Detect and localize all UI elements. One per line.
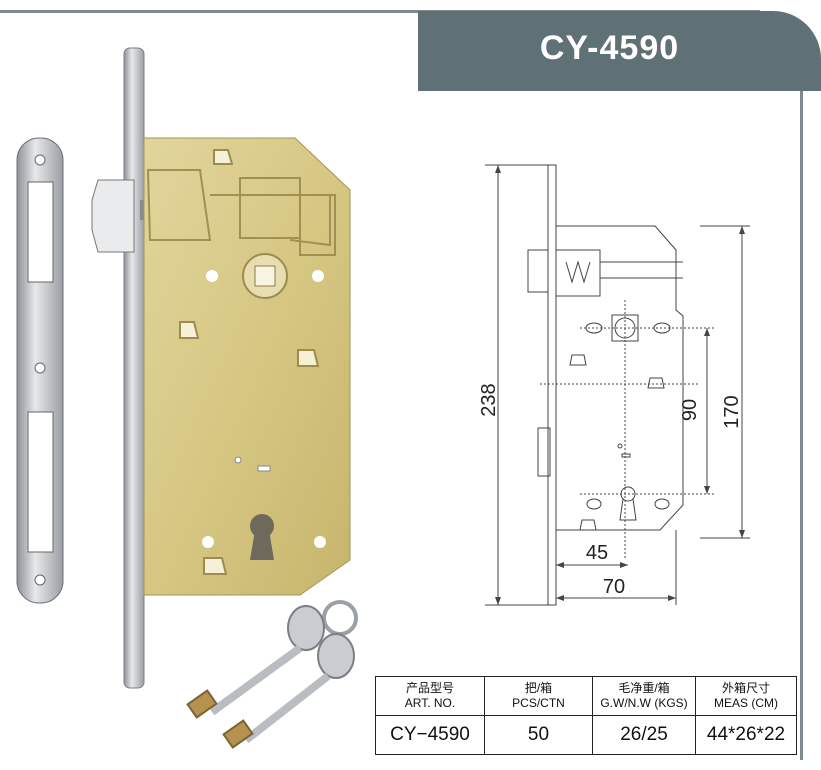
spec-value-art-no: CY−4590: [375, 715, 485, 755]
dim-overall-height: 238: [478, 383, 500, 416]
product-title: CY-4590: [539, 29, 680, 67]
title-banner: CY-4590: [418, 11, 821, 91]
right-frame-line: [800, 60, 803, 760]
dim-upper: 170: [721, 395, 743, 428]
spec-value-weight: 26/25: [592, 715, 696, 755]
dim-lower: 90: [679, 399, 701, 421]
spec-value-meas: 44*26*22: [695, 715, 797, 755]
strike-plate: [16, 137, 64, 604]
keys: [186, 600, 358, 749]
top-frame-line: [0, 10, 760, 13]
spec-value-pcs: 50: [484, 715, 593, 755]
lock-product-photo: [16, 47, 358, 749]
technical-drawing: 238 170 90 45 70: [478, 164, 750, 606]
lock-faceplate: [123, 47, 145, 689]
keyhole: [250, 514, 274, 560]
dim-backset: 45: [586, 542, 608, 564]
lock-body: [143, 137, 351, 596]
dim-case-width: 70: [603, 576, 625, 598]
spec-value-row: CY−4590 50 26/25 44*26*22: [375, 715, 797, 755]
